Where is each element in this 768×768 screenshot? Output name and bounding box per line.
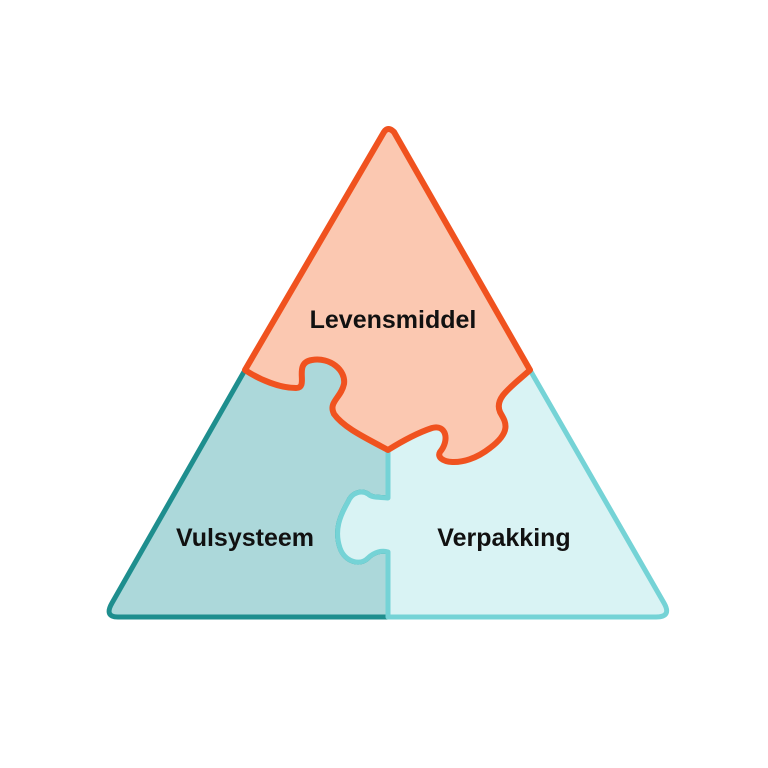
label-vulsysteem: Vulsysteem: [176, 524, 314, 552]
puzzle-piece-levensmiddel: [242, 126, 533, 466]
label-verpakking: Verpakking: [437, 524, 570, 552]
label-levensmiddel: Levensmiddel: [310, 306, 477, 334]
